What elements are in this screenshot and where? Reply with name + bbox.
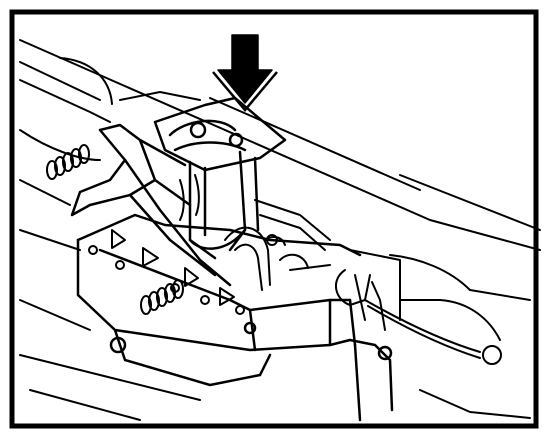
housing-tabs bbox=[111, 229, 235, 306]
latch-lever bbox=[70, 123, 232, 287]
down-arrow-icon bbox=[212, 34, 278, 112]
latch-hook-mechanism bbox=[179, 174, 331, 291]
coil-spring-icon bbox=[46, 144, 90, 180]
latch-base-housing bbox=[76, 213, 394, 422]
coil-spring-icon bbox=[140, 279, 184, 315]
figure-border bbox=[9, 9, 539, 429]
hood-striker-bracket bbox=[153, 96, 287, 260]
cable-loop-icon bbox=[335, 269, 502, 365]
radiator-support-panel bbox=[19, 39, 541, 421]
